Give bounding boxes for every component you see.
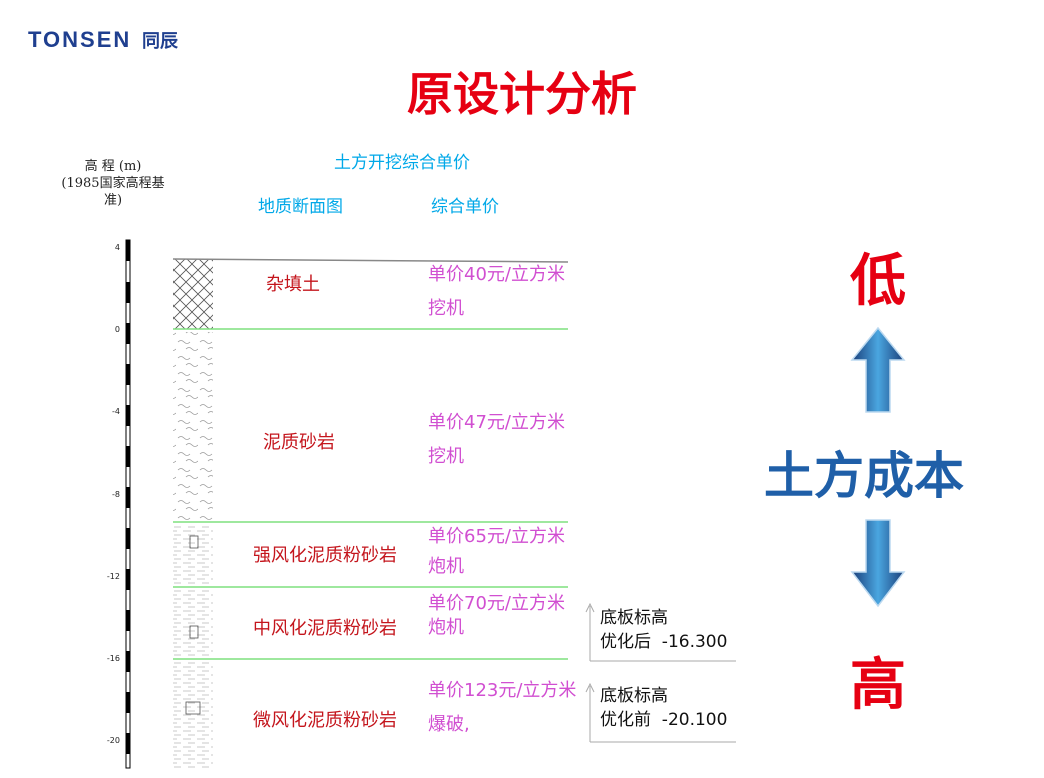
slide-title: 原设计分析 — [407, 67, 637, 121]
cost-high-label: 高 — [850, 653, 906, 718]
layer-name-strong-weathered: 强风化泥质粉砂岩 — [253, 545, 397, 566]
axis-tick: 0 — [114, 325, 120, 334]
layer-price-strong-weathered: 单价65元/立方米 炮机 — [428, 522, 565, 582]
layer-strong-weathered — [173, 524, 213, 586]
axis-tick: -12 — [106, 572, 120, 581]
floor-elevation-after: 底板标高 优化后 -16.300 — [600, 606, 727, 654]
optimization-markers — [585, 602, 736, 743]
arrow-up-icon — [850, 326, 906, 413]
floor-elevation-label: 底板标高 — [600, 686, 668, 706]
axis-tick: -4 — [112, 407, 120, 416]
layer-price-moderate-weathered: 单价70元/立方米 炮机 — [428, 592, 565, 640]
layer-fill-soil — [173, 259, 213, 329]
layer-name-mudstone-sandstone: 泥质砂岩 — [263, 432, 335, 453]
price-value: 单价123元/立方米 — [428, 680, 577, 701]
excavation-method: 挖机 — [428, 298, 464, 319]
price-value: 单价40元/立方米 — [428, 264, 565, 285]
axis-title-line2: (1985国家高程基准) — [61, 176, 165, 208]
cost-low-label: 低 — [850, 249, 906, 314]
header-unit-price-title: 土方开挖综合单价 — [334, 153, 470, 173]
logo-tonsen: TONSEN — [28, 27, 132, 52]
axis-tick: -20 — [106, 736, 120, 745]
layer-mudstone-sandstone — [173, 332, 213, 522]
elevation-axis — [125, 239, 131, 769]
soil-column — [173, 259, 213, 768]
floor-elevation-value: 优化后 -16.300 — [600, 632, 728, 652]
price-value: 单价70元/立方米 — [428, 593, 565, 614]
excavation-method: 爆破, — [428, 714, 470, 735]
cost-label: 土方成本 — [764, 447, 964, 505]
header-unit-price: 综合单价 — [431, 197, 499, 217]
layer-name-moderate-weathered: 中风化泥质粉砂岩 — [253, 618, 397, 639]
price-value: 单价47元/立方米 — [428, 412, 565, 433]
layer-price-fill-soil: 单价40元/立方米 挖机 — [428, 258, 565, 326]
floor-elevation-before: 底板标高 优化前 -20.100 — [600, 684, 727, 732]
header-geologic-section: 地质断面图 — [258, 197, 343, 217]
excavation-method: 挖机 — [428, 446, 464, 467]
layer-name-fill-soil: 杂填土 — [266, 274, 320, 295]
layer-slight-weathered — [173, 661, 213, 768]
axis-tick: -8 — [112, 490, 120, 499]
excavation-method: 炮机 — [428, 617, 464, 638]
price-value: 单价65元/立方米 — [428, 526, 565, 547]
floor-elevation-value: 优化前 -20.100 — [600, 710, 728, 730]
axis-title: 高 程 (m) (1985国家高程基准) — [58, 158, 168, 209]
floor-elevation-label: 底板标高 — [600, 608, 668, 628]
axis-tick: -16 — [106, 654, 120, 663]
layer-price-mudstone-sandstone: 单价47元/立方米 挖机 — [428, 406, 565, 474]
excavation-method: 炮机 — [428, 556, 464, 577]
axis-tick: 4 — [114, 243, 120, 252]
layer-moderate-weathered — [173, 589, 213, 657]
logo-chinese: 同辰 — [142, 31, 178, 52]
layer-name-slight-weathered: 微风化泥质粉砂岩 — [253, 710, 397, 731]
layer-price-slight-weathered: 单价123元/立方米 爆破, — [428, 674, 576, 742]
ground-line — [172, 258, 569, 263]
arrow-down-icon — [850, 519, 906, 608]
axis-title-line1: 高 程 (m) — [84, 159, 142, 174]
